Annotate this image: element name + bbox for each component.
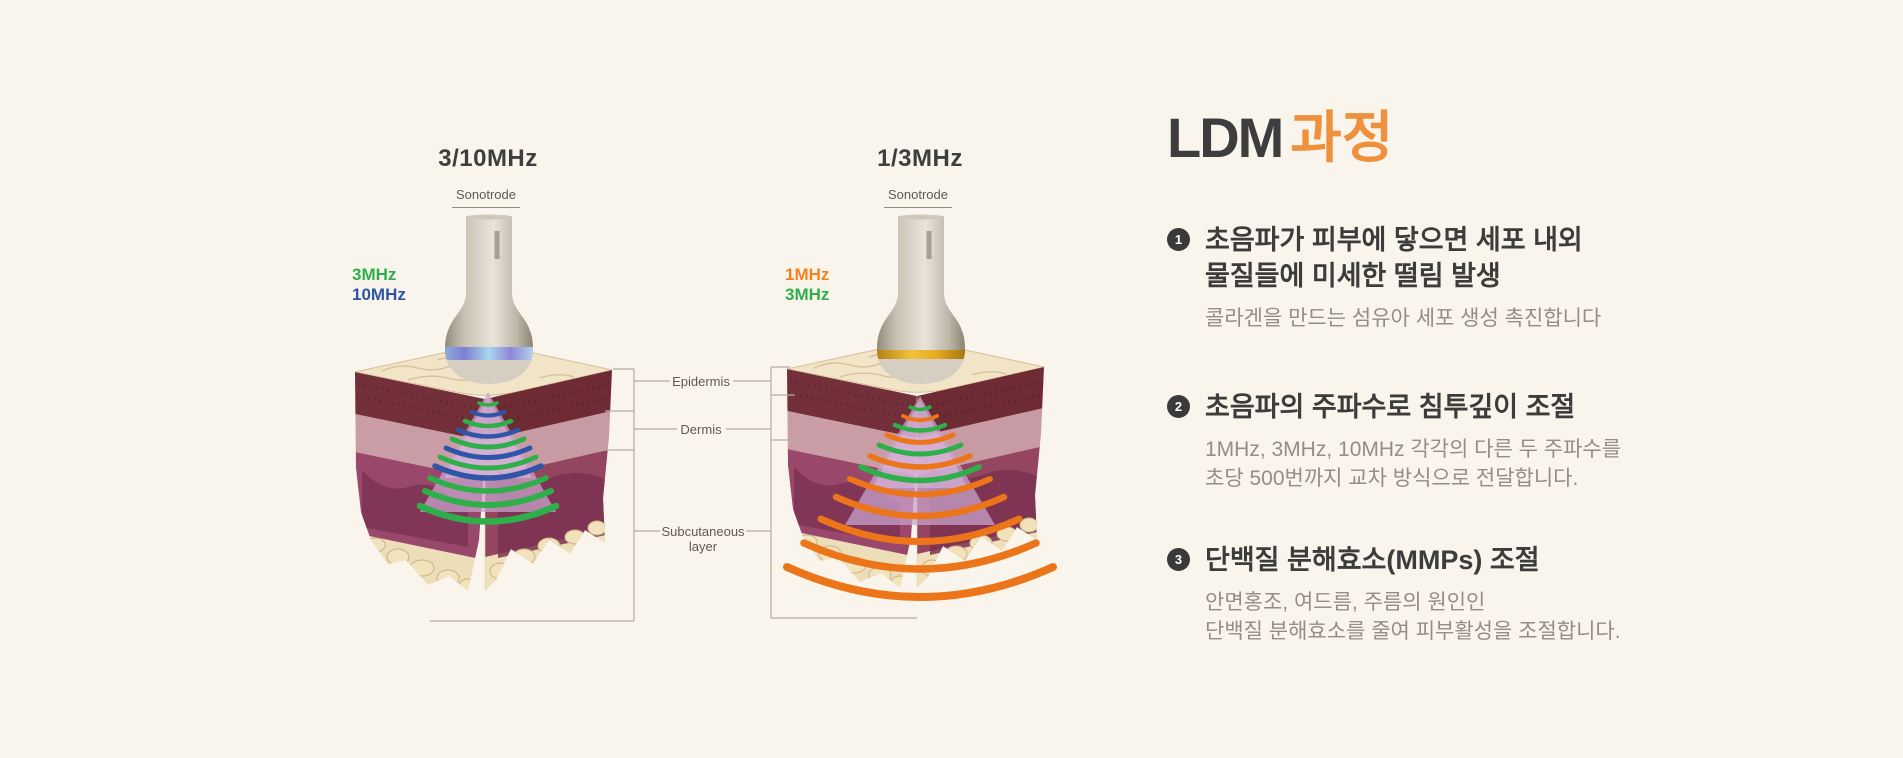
layer-label-subcutaneous: Subcutaneous layer (661, 524, 745, 554)
diagram-left-device-label: Sonotrode (452, 187, 520, 208)
diagram-right-title: 1/3MHz (877, 145, 963, 172)
layer-label-epidermis: Epidermis (672, 374, 730, 389)
item-3-description: 안면홍조, 여드름, 주름의 원인인 단백질 분해효소를 줄여 피부활성을 조절… (1205, 591, 1621, 643)
process-item-2: 2 초음파의 주파수로 침투깊이 조절 1MHz, 3MHz, 10MHz 각각… (1167, 389, 1621, 493)
freq-3mhz-label: 3MHz (352, 265, 397, 284)
freq-10mhz-label: 10MHz (352, 285, 406, 304)
diagram-right-device-label: Sonotrode (884, 187, 952, 208)
page-title-ko: 과정 (1290, 106, 1394, 169)
sonotrode-device-right (877, 214, 965, 384)
page-title-en: LDM (1167, 106, 1284, 169)
item-3-heading: 단백질 분해효소(MMPs) 조절 (1205, 545, 1540, 575)
diagram-left-frequencies: 3MHz 10MHz (352, 265, 406, 305)
process-item-1: 1 초음파가 피부에 닿으면 세포 내외 물질들에 미세한 떨림 발생 콜라겐을… (1167, 222, 1601, 333)
layer-bracket-lines (430, 366, 917, 622)
diagram-right-frequencies: 1MHz 3MHz (785, 265, 829, 305)
item-1-heading-line2: 물질들에 미세한 떨림 발생 (1205, 261, 1501, 291)
item-2-number-badge: 2 (1167, 395, 1190, 418)
freq-3mhz-right-label: 3MHz (785, 285, 830, 304)
process-item-3: 3 단백질 분해효소(MMPs) 조절 안면홍조, 여드름, 주름의 원인인 단… (1167, 542, 1621, 646)
sonotrode-device-left (445, 214, 533, 384)
item-1-number-badge: 1 (1167, 228, 1190, 251)
freq-1mhz-label: 1MHz (785, 265, 830, 284)
layer-label-dermis: Dermis (680, 422, 722, 437)
item-2-heading: 초음파의 주파수로 침투깊이 조절 (1205, 392, 1576, 422)
item-1-heading-line1: 초음파가 피부에 닿으면 세포 내외 (1205, 225, 1583, 255)
item-1-description: 콜라겐을 만드는 섬유아 세포 생성 촉진합니다 (1205, 307, 1602, 330)
item-3-number-badge: 3 (1167, 548, 1190, 571)
wave-arcs-right (783, 405, 1057, 601)
wave-arcs-left (416, 401, 560, 525)
item-2-description: 1MHz, 3MHz, 10MHz 각각의 다른 두 주파수를 초당 500번까… (1205, 438, 1622, 490)
diagram-left-title: 3/10MHz (438, 145, 538, 172)
